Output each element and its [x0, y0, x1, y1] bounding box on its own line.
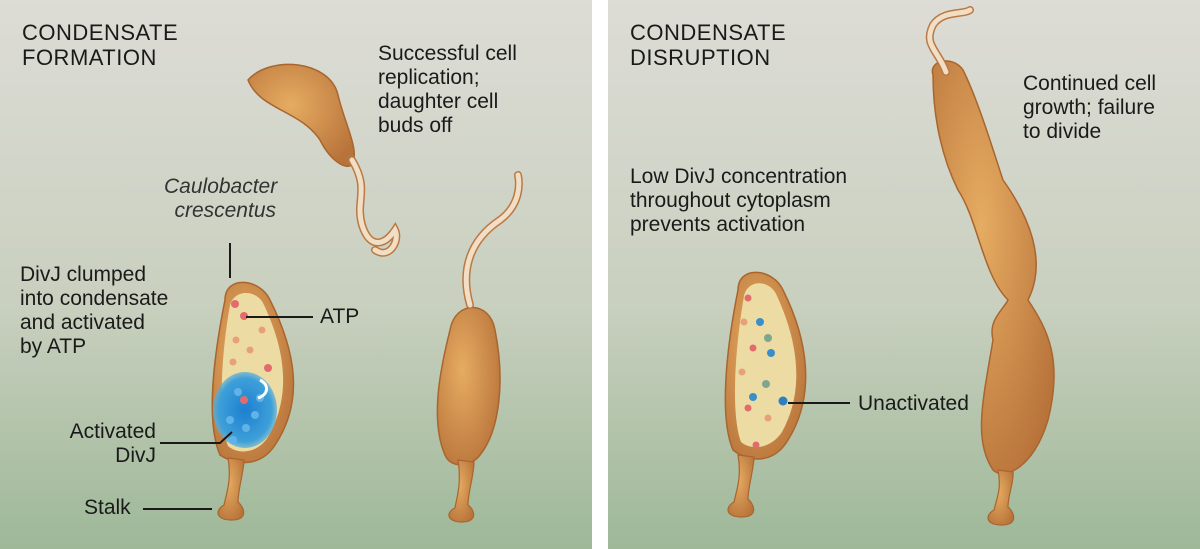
atp-dot	[232, 336, 240, 344]
label-unactivated: Unactivated	[858, 392, 969, 415]
elongated-cell	[925, 6, 1055, 526]
divj-dot	[764, 334, 772, 342]
label-activated-divj: Activated DivJ	[69, 420, 156, 467]
stalked-cell	[436, 171, 523, 523]
atp-dot	[752, 441, 760, 449]
divj-dot	[242, 424, 250, 432]
leader-lines	[143, 243, 313, 510]
atp-dot	[740, 318, 748, 326]
panel-title: CONDENSATE FORMATION	[22, 20, 179, 70]
atp-dot	[240, 396, 248, 404]
condensate-blob	[213, 372, 277, 448]
label-stalk: Stalk	[84, 496, 131, 519]
mother-cell	[211, 281, 295, 521]
atp-dot	[744, 404, 752, 412]
atp-dot	[764, 414, 772, 422]
atp-dot	[246, 346, 254, 354]
panel-title: CONDENSATE DISRUPTION	[630, 20, 787, 70]
divj-dot	[234, 388, 242, 396]
atp-dot	[744, 294, 752, 302]
daughter-cell	[247, 63, 401, 257]
atp-dot	[264, 364, 272, 372]
divj-dot	[778, 396, 788, 406]
label-divj-clumped: DivJ clumped into condensate and activat…	[20, 263, 169, 358]
background-scene	[608, 0, 1200, 549]
atp-dot	[229, 358, 237, 366]
atp-dot	[258, 326, 266, 334]
divj-dot	[756, 318, 764, 326]
stalk	[217, 457, 245, 521]
atp-dot	[749, 344, 757, 352]
divj-dot	[229, 436, 237, 444]
label-replication: Successful cell replication; daughter ce…	[378, 42, 517, 137]
panel-condensate-disruption: CONDENSATE DISRUPTION Continued cell gro…	[608, 0, 1200, 549]
panel-condensate-formation: CONDENSATE FORMATION Successful cell rep…	[0, 0, 592, 549]
label-low-divj: Low DivJ concentration throughout cytopl…	[630, 165, 848, 236]
cell-artwork	[724, 6, 1055, 526]
label-species: Caulobacter crescentus	[164, 175, 278, 222]
label-continued-growth: Continued cell growth; failure to divide	[1023, 72, 1157, 143]
cell-dispersed-divj	[724, 271, 807, 518]
label-atp: ATP	[320, 305, 360, 328]
divj-dot	[749, 393, 757, 401]
divj-dot	[762, 380, 770, 388]
arrow-icon	[257, 378, 268, 400]
divj-dot	[226, 416, 234, 424]
cell-artwork	[143, 63, 523, 523]
divj-dot	[251, 411, 259, 419]
divj-dot	[767, 349, 775, 357]
atp-dot	[231, 300, 239, 308]
atp-dot	[738, 368, 746, 376]
